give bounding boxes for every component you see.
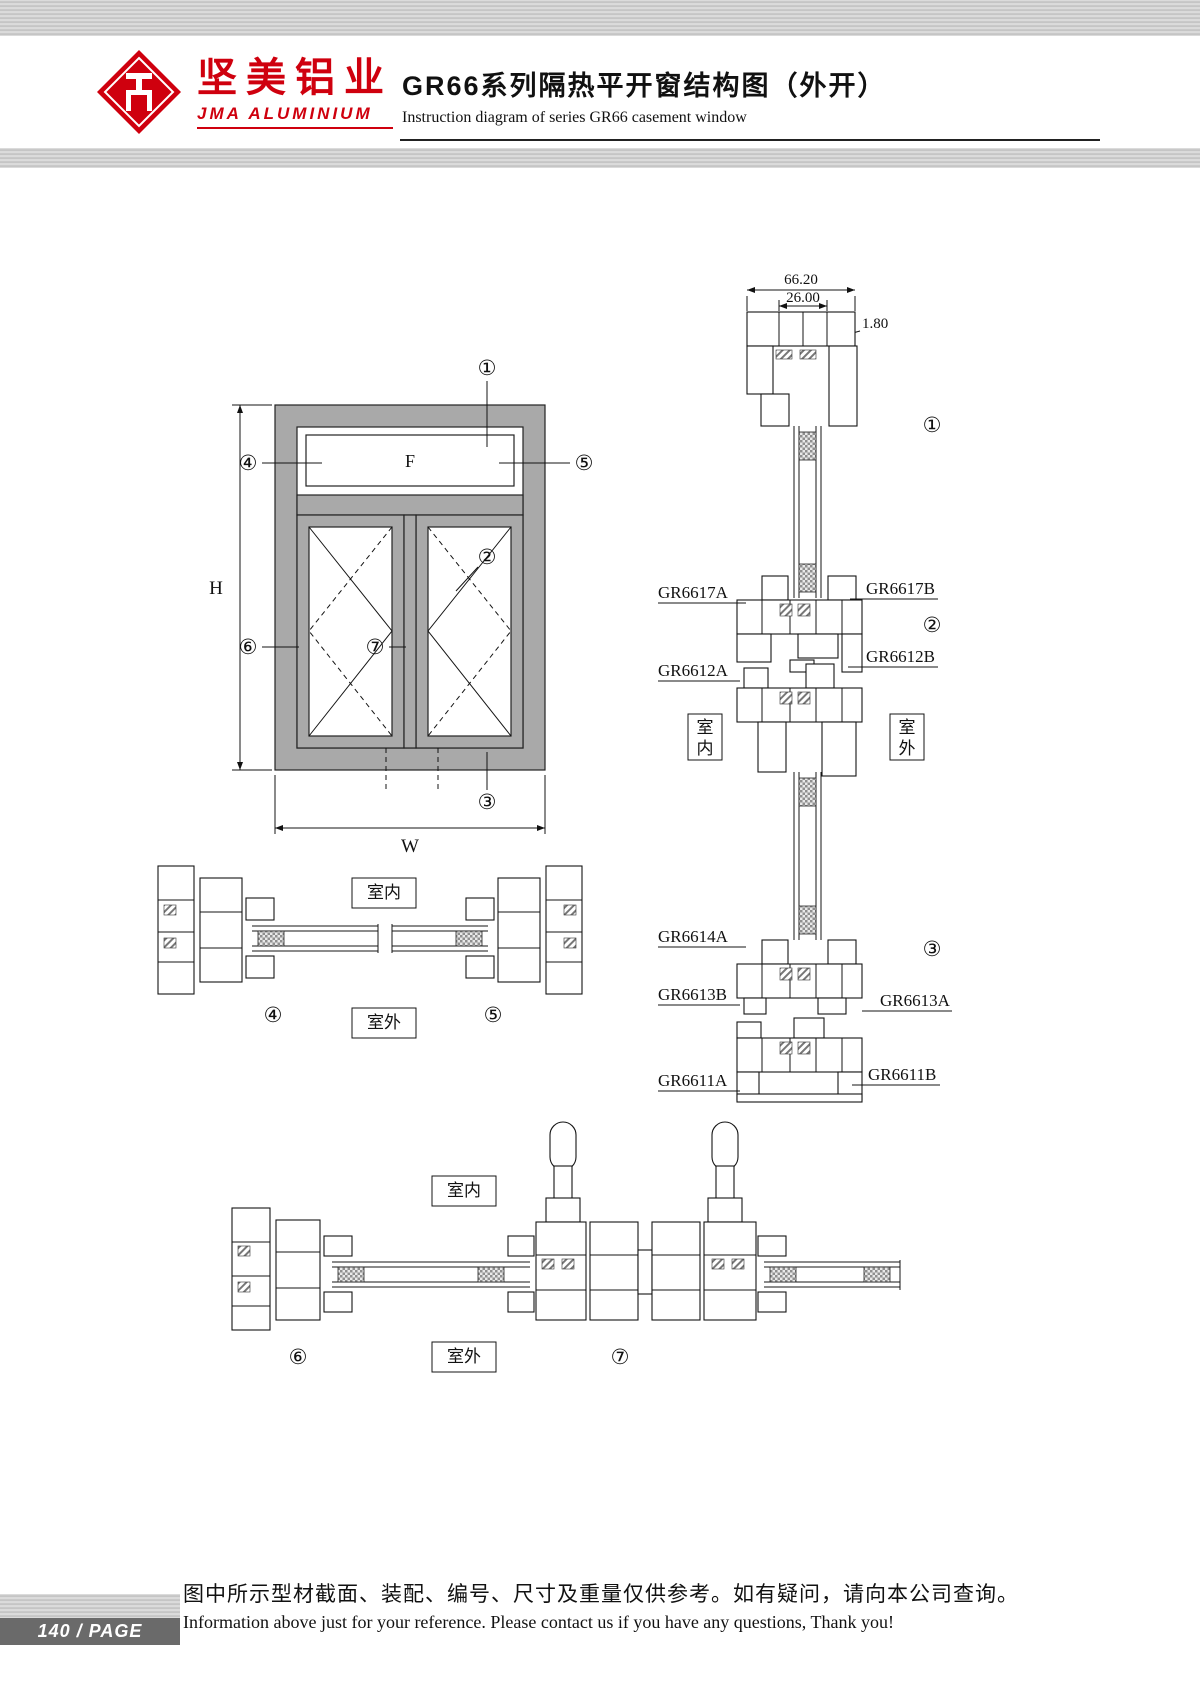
outdoor-label-mid: 室外	[367, 1013, 401, 1032]
indoor-label-mid: 室内	[367, 883, 401, 902]
footer-note-chinese: 图中所示型材截面、装配、编号、尺寸及重量仅供参考。如有疑问，请向本公司查询。	[183, 1582, 1019, 1606]
indoor-label-char2: 内	[697, 739, 714, 758]
callout-2-section: ②	[923, 613, 942, 637]
part-label-gr6611a: GR6611A	[658, 1071, 728, 1090]
indoor-label-bottom: 室内	[447, 1181, 481, 1200]
callout-7: ⑦	[366, 635, 385, 659]
elevation-callouts: ① ④ ⑤ ② ⑥ ⑦ ③	[239, 356, 594, 814]
outdoor-box-vertical	[889, 713, 925, 761]
part-label-gr6611b: GR6611B	[868, 1065, 936, 1084]
part-label-gr6613a: GR6613A	[880, 991, 951, 1010]
callout-1-section: ①	[923, 413, 942, 437]
section-7-drawing: ⑦	[507, 1121, 787, 1369]
logo-diamond-icon	[97, 50, 181, 134]
callout-1: ①	[478, 356, 497, 380]
width-dimension-label: W	[401, 836, 419, 857]
company-logo: 坚美铝业 JMA ALUMINIUM	[95, 48, 393, 136]
title-underline	[400, 139, 1100, 141]
footer-note-english: Information above just for your referenc…	[183, 1612, 894, 1632]
part-label-gr6612a: GR6612A	[658, 661, 729, 680]
handle-icon	[711, 1121, 739, 1171]
dim-inner: 26.00	[786, 290, 820, 306]
callout-6-section: ⑥	[289, 1345, 308, 1369]
outdoor-label-bottom: 室外	[447, 1347, 481, 1366]
outdoor-label-char2: 外	[899, 739, 916, 758]
indoor-box-mid	[351, 877, 417, 909]
dim-overall: 66.20	[784, 272, 818, 288]
callout-2: ②	[478, 545, 497, 569]
title-block: GR66系列隔热平开窗结构图（外开） Instruction diagram o…	[402, 64, 887, 127]
page-subtitle: Instruction diagram of series GR66 casem…	[402, 109, 747, 126]
fixed-panel-label: F	[405, 451, 415, 471]
callout-5-section: ⑤	[484, 1003, 503, 1027]
logo-text: 坚美铝业 JMA ALUMINIUM	[197, 48, 393, 129]
callout-4: ④	[239, 451, 258, 475]
dim-wall: 1.80	[862, 316, 888, 332]
height-dimension-label: H	[209, 578, 223, 599]
brand-name-english: JMA ALUMINIUM	[197, 104, 393, 129]
callout-6: ⑥	[239, 635, 258, 659]
brand-name-chinese: 坚美铝业	[197, 55, 393, 100]
indoor-label-char1: 室	[697, 718, 714, 737]
part-label-gr6617b: GR6617B	[866, 579, 935, 598]
elevation-dimensions: H W	[209, 404, 546, 857]
indoor-box-vertical	[687, 713, 723, 761]
section-5-drawing: ⑤	[391, 865, 583, 1027]
part-label-gr6612b: GR6612B	[866, 647, 935, 666]
callout-7-section: ⑦	[611, 1345, 630, 1369]
section-2-drawing: GR6617A GR6617B GR6612A GR6612B ② 室 内 室 …	[658, 575, 942, 940]
section-3-drawing: GR6614A GR6613B GR6613A GR6611A GR6611B …	[658, 927, 952, 1103]
outdoor-box-mid	[351, 1007, 417, 1039]
outdoor-box-bottom	[431, 1341, 497, 1373]
callout-5: ⑤	[575, 451, 594, 475]
section-1-drawing: 66.20 26.00 1.80 ①	[746, 272, 942, 598]
section-6-drawing: ⑥	[231, 1207, 353, 1369]
page-number: 140	[37, 1621, 71, 1641]
indoor-box-bottom	[431, 1175, 497, 1207]
page-suffix: / PAGE	[76, 1621, 143, 1641]
handle-icon	[549, 1121, 577, 1171]
callout-3: ③	[478, 790, 497, 814]
decorative-stripe-band-footer	[0, 1594, 180, 1618]
part-label-gr6617a: GR6617A	[658, 583, 729, 602]
page-number-bar: 140 / PAGE	[0, 1618, 180, 1645]
outdoor-label-char1: 室	[899, 718, 916, 737]
callout-4-section: ④	[264, 1003, 283, 1027]
part-label-gr6614a: GR6614A	[658, 927, 729, 946]
page-title: GR66系列隔热平开窗结构图（外开）	[402, 71, 887, 101]
section-4-drawing: ④	[157, 865, 379, 1027]
callout-3-section: ③	[923, 937, 942, 961]
window-elevation-drawing: F	[274, 404, 546, 793]
part-label-gr6613b: GR6613B	[658, 985, 727, 1004]
footer-note: 图中所示型材截面、装配、编号、尺寸及重量仅供参考。如有疑问，请向本公司查询。 I…	[183, 1578, 1143, 1633]
decorative-stripe-band-header	[0, 148, 1200, 168]
decorative-stripe-band-top	[0, 0, 1200, 36]
